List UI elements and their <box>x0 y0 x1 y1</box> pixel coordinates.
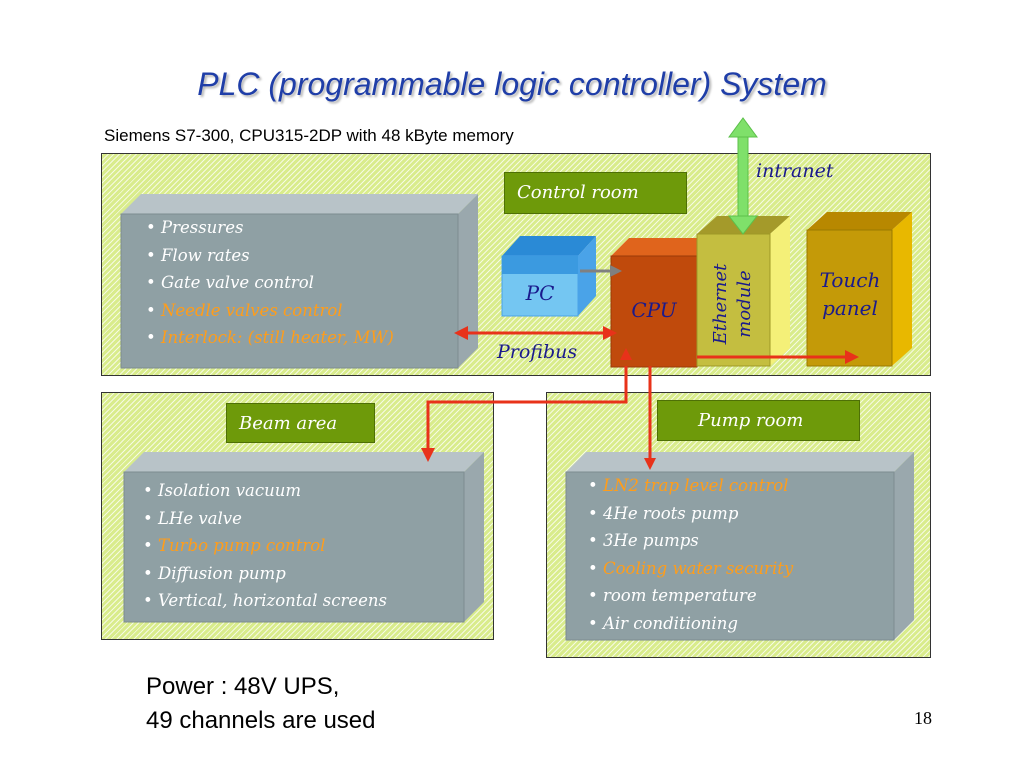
list-item: • Interlock: (still heater, MW) <box>146 328 394 347</box>
touch-panel-box <box>806 212 912 367</box>
profibus-arrows <box>426 331 850 460</box>
list-item: • LN2 trap level control <box>588 476 789 495</box>
ethernet-module-box <box>696 216 790 367</box>
control-room-list-box <box>120 194 478 369</box>
slide-title: PLC (programmable logic controller) Syst… <box>197 66 827 102</box>
list-item: • Pressures <box>146 218 244 237</box>
list-item: • LHe valve <box>143 508 242 528</box>
pc-cpu-arrow <box>580 265 622 277</box>
intranet-label: intranet <box>756 160 834 182</box>
intranet-arrow <box>727 117 759 235</box>
pump-room-list-box <box>565 452 914 641</box>
profibus-label: Profibus <box>497 341 578 363</box>
pump-room-list: • LN2 trap level control • 4He roots pum… <box>588 472 793 637</box>
touch-panel-label: Touch panel <box>819 268 881 320</box>
pc-box <box>501 236 596 317</box>
pump-room-label: Pump room <box>657 400 860 441</box>
list-item: • Turbo pump control <box>143 536 326 555</box>
list-item: • Flow rates <box>146 245 250 265</box>
list-item: • Cooling water security <box>588 558 794 578</box>
pc-label: PC <box>525 281 555 305</box>
beam-area-list: • Isolation vacuum • LHe valve • Turbo p… <box>143 477 387 615</box>
control-room-list: • Pressures • Flow rates • Gate valve co… <box>146 214 394 352</box>
page-number: 18 <box>914 708 932 728</box>
list-item: • Air conditioning <box>588 613 738 633</box>
control-room-label: Control room <box>504 172 687 214</box>
list-item: • Needle valves control <box>146 300 343 320</box>
footer-line-channels: 49 channels are used <box>146 707 376 734</box>
list-item: • Vertical, horizontal screens <box>143 591 387 610</box>
beam-area-label: Beam area <box>226 403 375 443</box>
list-item: • Diffusion pump <box>143 563 286 583</box>
list-item: • Gate valve control <box>146 273 314 292</box>
list-item: • room temperature <box>588 586 757 605</box>
list-item: • 3He pumps <box>588 531 699 550</box>
slide-subtitle: Siemens S7-300, CPU315-2DP with 48 kByte… <box>104 126 514 145</box>
footer-text: Power : 48V UPS, 49 channels are used <box>146 670 376 738</box>
list-item: • Isolation vacuum <box>143 481 302 500</box>
list-item: • 4He roots pump <box>588 503 739 523</box>
profibus-arrowheads <box>421 326 859 470</box>
ethernet-module-label: Ethernet module <box>710 263 755 345</box>
footer-line-power: Power : 48V UPS, <box>146 673 340 700</box>
beam-area-list-box <box>123 452 484 623</box>
cpu-label: CPU <box>631 298 677 322</box>
